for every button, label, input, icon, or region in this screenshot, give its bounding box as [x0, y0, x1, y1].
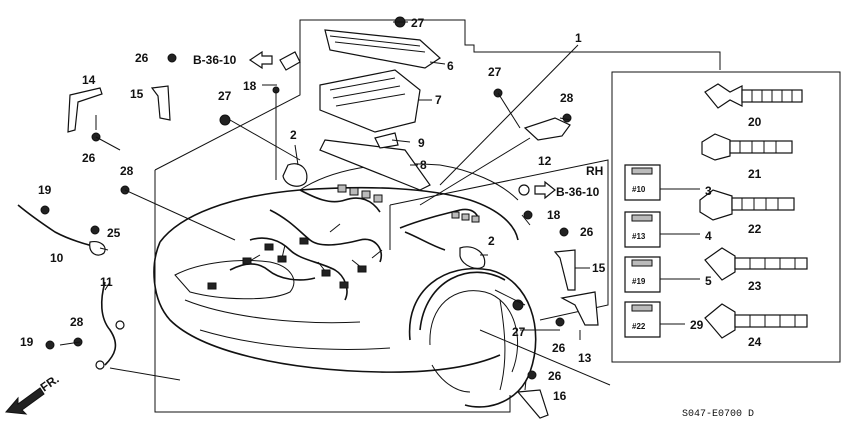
callout-15: 15 [592, 261, 606, 275]
callout-15: 15 [130, 87, 144, 101]
ref-arrow-top: B-36-10 [193, 50, 273, 70]
connector-13: #13 [624, 211, 661, 248]
callout-26: 26 [82, 151, 96, 165]
callout-26: 26 [580, 225, 594, 239]
callout-2: 2 [488, 234, 495, 248]
callout-5: 5 [705, 274, 712, 288]
callout-26: 26 [552, 341, 566, 355]
callout-8: 8 [420, 158, 427, 172]
callout-18: 18 [547, 208, 561, 222]
callout-27: 27 [218, 89, 232, 103]
ref-arrow-right: B-36-10 [534, 180, 600, 200]
callout-28: 28 [560, 91, 574, 105]
engine-cover-parts [279, 29, 441, 191]
callout-27: 27 [512, 325, 526, 339]
callout-26: 26 [135, 51, 149, 65]
connector-10: #10 [624, 164, 661, 201]
callout-19: 19 [20, 335, 34, 349]
callout-13: 13 [578, 351, 592, 365]
callout-18: 18 [243, 79, 257, 93]
fuse-label-13: #13 [632, 232, 646, 241]
harness-left [207, 184, 383, 301]
connector-19: #19 [624, 256, 661, 293]
fuse-label-19: #19 [632, 277, 646, 286]
callout-9: 9 [418, 136, 425, 150]
callout-25: 25 [107, 226, 121, 240]
fasteners [40, 16, 572, 380]
clip-20 [704, 83, 803, 109]
callout-23: 23 [748, 279, 762, 293]
relay-block [337, 184, 383, 203]
callout-28: 28 [120, 164, 134, 178]
callout-28: 28 [70, 315, 84, 329]
callout-29: 29 [690, 318, 704, 332]
harness-right [399, 208, 480, 251]
callout-26: 26 [548, 369, 562, 383]
callout-19: 19 [38, 183, 52, 197]
clip-24 [704, 303, 808, 339]
ground-cables [17, 204, 125, 370]
clip-22 [699, 189, 795, 221]
clip-21 [701, 133, 793, 161]
fuse-label-22: #22 [632, 322, 646, 331]
callout-10: 10 [50, 251, 64, 265]
brackets [67, 85, 599, 419]
fuse-label-10: #10 [632, 185, 646, 194]
callout-4: 4 [705, 229, 712, 243]
callout-6: 6 [447, 59, 454, 73]
callout-11: 11 [100, 275, 113, 289]
callout-14: 14 [82, 73, 96, 87]
ref-label-top: B-36-10 [193, 53, 237, 67]
leader-lines [59, 21, 700, 391]
ref-label-right: B-36-10 [556, 185, 600, 199]
side-label-rh: RH [586, 164, 603, 178]
front-arrow-icon: FR. [4, 372, 62, 415]
outline-frames [154, 19, 841, 413]
callout-22: 22 [748, 222, 762, 236]
callout-3: 3 [705, 184, 712, 198]
callout-1: 1 [575, 31, 582, 45]
connector-set: #10 #13 #19 #22 [624, 164, 661, 338]
callout-12: 12 [538, 154, 552, 168]
callout-numbers: 1 2 2 3 4 5 6 7 8 9 10 11 12 13 14 15 15… [20, 16, 762, 403]
connector-22: #22 [624, 301, 661, 338]
callout-7: 7 [435, 93, 442, 107]
callout-24: 24 [748, 335, 762, 349]
callout-27: 27 [411, 16, 425, 30]
car-body-sketch [153, 163, 537, 408]
callout-16: 16 [553, 389, 567, 403]
callout-27: 27 [488, 65, 502, 79]
diagram-code: S047-E0700 D [682, 409, 754, 420]
clip-23 [704, 247, 808, 281]
callout-21: 21 [748, 167, 762, 181]
callout-2: 2 [290, 128, 297, 142]
callout-20: 20 [748, 115, 762, 129]
harness-clips [699, 83, 808, 339]
